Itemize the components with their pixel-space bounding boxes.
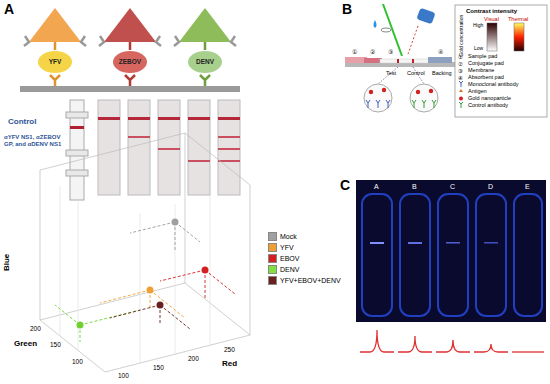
legend-entry: Control antibody [468, 103, 508, 109]
antigen-circle: DENV [188, 51, 222, 73]
tick-label: 200 [188, 355, 199, 362]
scale-label: Low [474, 46, 483, 52]
tick-label: 100 [118, 372, 129, 379]
legend-entry: Gold nanoparticle [468, 96, 511, 102]
callout-number: ② [458, 61, 463, 67]
antigen-circle: YFV [38, 51, 72, 73]
legend-swatch [268, 276, 277, 285]
strip-letter: A [374, 183, 379, 191]
legend-text: Gold nanoparticle [468, 96, 511, 102]
legend-swatch [268, 232, 277, 241]
callout-number: ③ [388, 49, 393, 56]
legend-entry: Absorbent pad [468, 75, 504, 81]
contrast-legend [455, 5, 547, 117]
panel-letter: C [340, 178, 350, 193]
callout-number: ① [352, 49, 357, 56]
legend-entry: Monoclonal antibody [468, 82, 518, 88]
legend-swatch [268, 243, 277, 252]
strip-label: Control [8, 118, 36, 127]
strip-photos [98, 100, 240, 195]
antigen-label: ZEBOV [119, 59, 141, 66]
legend-entry: Antigen [468, 89, 487, 95]
scatter-points [55, 222, 235, 342]
peak-profiles [360, 330, 544, 352]
strip-schematic [66, 100, 88, 200]
legend-entry: Mock [268, 232, 297, 241]
strip-part-label: Backing [432, 70, 452, 76]
axis-title: Gold concentration [459, 15, 465, 57]
antibody-sandwich [20, 8, 240, 92]
tick-label: 150 [50, 341, 61, 348]
scatter-3d [40, 133, 250, 372]
antigen-circle: ZEBOV [113, 51, 147, 73]
legend-text: YFV [280, 244, 294, 251]
panel-letter: B [342, 2, 352, 17]
legend-text: DENV [280, 266, 299, 273]
tick-label: 100 [72, 358, 83, 365]
legend-text: Control antibody [468, 103, 508, 109]
legend-swatch [268, 254, 277, 263]
legend-text: Absorbent pad [468, 75, 504, 81]
strip-part-label: Control [407, 70, 425, 76]
callout-number: ② [370, 49, 375, 56]
antigen-label: DENV [196, 59, 214, 66]
legend-text: Membrane [468, 68, 494, 74]
panel-letter: A [4, 2, 14, 17]
antigen-label: YFV [49, 59, 62, 66]
legend-swatch [268, 265, 277, 274]
legend-title: Contrast intensity [466, 8, 517, 15]
scatter-dots [77, 219, 209, 329]
legend-entry: DENV [268, 265, 299, 274]
legend-entry: Conjugate pad [468, 61, 504, 67]
legend-entry: YFV [268, 243, 294, 252]
callout-number: ① [458, 54, 463, 60]
callout-number: ③ [458, 68, 463, 74]
legend-text: EBOV [280, 255, 299, 262]
legend-entry: EBOV [268, 254, 299, 263]
callout-number: ④ [458, 75, 463, 81]
callout-number: ④ [438, 49, 443, 56]
strip-letter: E [525, 183, 530, 191]
legend-text: YFV+EBOV+DENV [280, 277, 341, 284]
strip-letter: D [488, 183, 493, 191]
legend-text: Monoclonal antibody [468, 82, 518, 88]
column-label: Thermal [508, 16, 528, 22]
legend-text: Antigen [468, 89, 487, 95]
axis-title: Blue [4, 253, 13, 270]
tick-label: 200 [30, 325, 41, 332]
scale-label: High [473, 23, 483, 29]
thermal-image [356, 180, 546, 322]
legend-text: Mock [280, 233, 297, 240]
column-label: Visual [484, 16, 499, 22]
legend-entry: Sample pad [468, 54, 497, 60]
legend-entry: Membrane [468, 68, 494, 74]
legend-text: Conjugate pad [468, 61, 504, 67]
axis-title: Green [14, 340, 37, 349]
axis-title: Red [222, 360, 237, 369]
legend-entry: YFV+EBOV+DENV [268, 276, 341, 285]
strip-letter: B [412, 183, 417, 191]
legend-text: Sample pad [468, 54, 497, 60]
lfa-strip [345, 4, 455, 112]
strip-part-label: Test [386, 70, 396, 76]
tick-label: 250 [224, 346, 235, 353]
tick-label: 150 [153, 364, 164, 371]
strip-letter: C [450, 183, 455, 191]
strip-label: αYFV NS1, αZEBOV GP, and αDENV NS1 [4, 134, 66, 147]
